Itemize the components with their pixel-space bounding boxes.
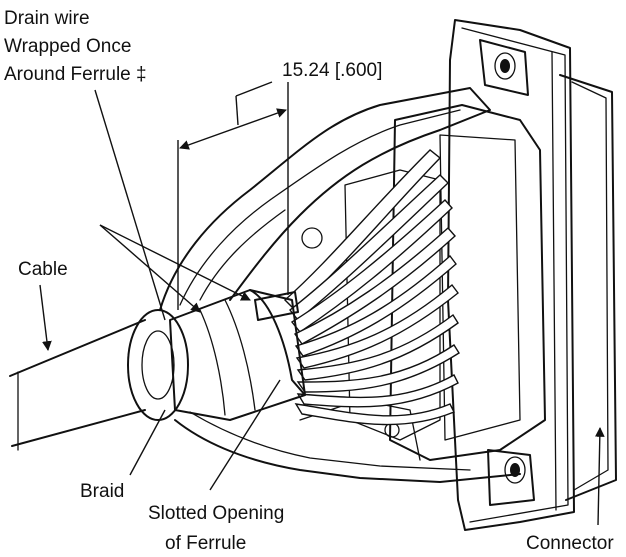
conductor-wires	[283, 149, 460, 426]
label-drain-wire-1: Drain wire	[4, 8, 90, 29]
cable	[9, 319, 146, 451]
connector-body	[344, 19, 617, 531]
leader-lines	[39, 89, 605, 526]
label-of-ferrule: of Ferrule	[165, 533, 246, 554]
label-connector: Connector	[526, 533, 614, 554]
label-slotted-opening: Slotted Opening	[148, 503, 284, 524]
dimension-callout	[177, 81, 289, 310]
ferrule-assembly	[127, 289, 306, 421]
label-drain-wire-3: Around Ferrule ‡	[4, 64, 147, 85]
label-braid: Braid	[80, 481, 124, 502]
label-dimension: 15.24 [.600]	[282, 60, 382, 81]
label-drain-wire-2: Wrapped Once	[4, 36, 131, 57]
label-cable: Cable	[18, 259, 68, 280]
